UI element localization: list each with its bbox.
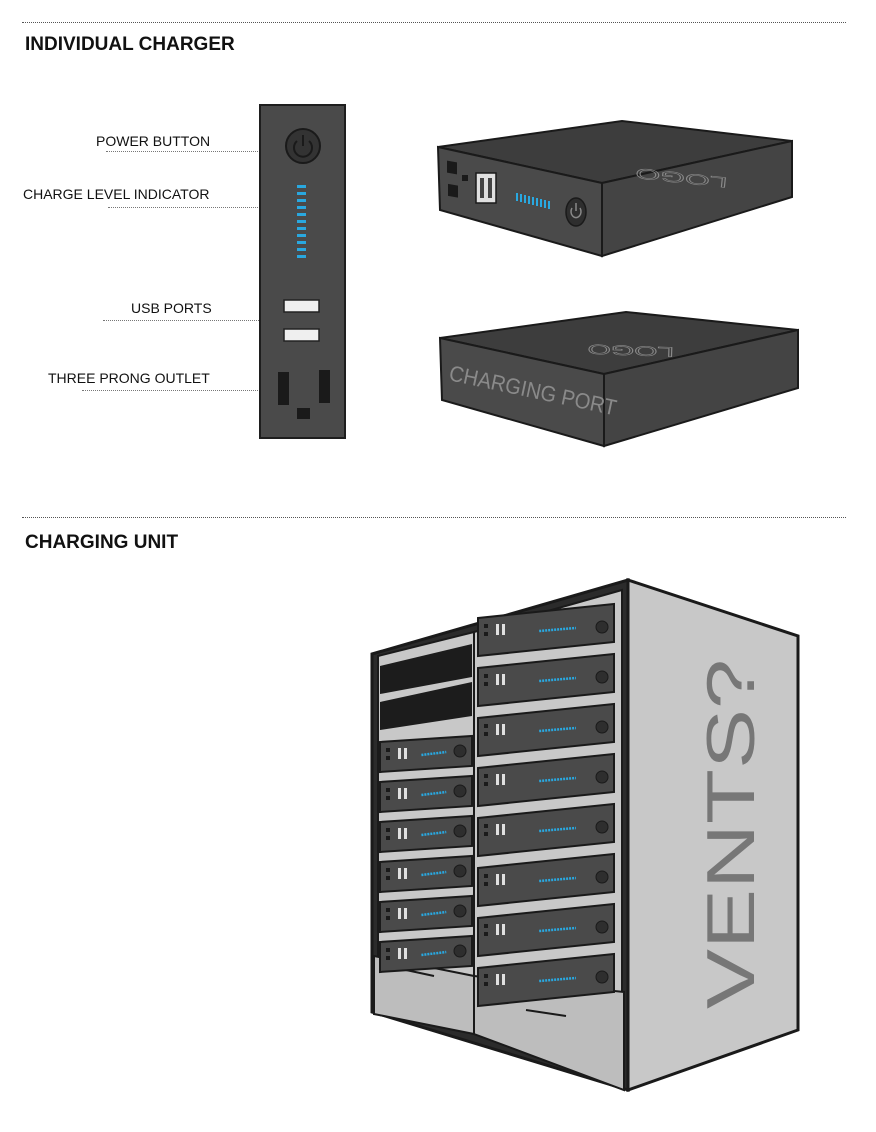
charger-front-view [259,104,346,439]
charger-module-right-0 [477,602,615,658]
outlet-icon [447,160,468,198]
charger-module-right-3 [477,752,615,808]
charger-module-left-4 [379,894,473,934]
charging-unit-cabinet: VENTS? [370,577,800,1093]
charger-module-right-1 [477,652,615,708]
usb-ports-icon [475,172,497,204]
leader-line-usb [103,320,281,321]
leader-line-outlet [82,390,272,391]
charger-module-left-5 [379,934,473,974]
leader-line-power [106,151,278,152]
callout-usb-ports: USB PORTS [131,300,212,316]
bottom-charger-logo: LOGO [587,342,674,360]
charger-module-right-6 [477,902,615,958]
charger-module-left-1 [379,774,473,814]
three-prong-outlet-icon [278,370,330,419]
charger-slots [379,602,615,1008]
leader-line-charge [108,207,290,208]
section-title-individual-charger: INDIVIDUAL CHARGER [25,34,235,55]
callout-charge-level-indicator: CHARGE LEVEL INDICATOR [23,186,210,202]
charger-perspective-back: LOGO CHARGING PORT [438,310,799,448]
charger-module-left-0 [379,734,473,774]
power-button-icon [565,197,587,227]
power-button-icon [285,128,321,164]
charger-module-right-4 [477,802,615,858]
charger-perspective-front: LOGO [436,119,793,258]
callout-three-prong-outlet: THREE PRONG OUTLET [48,370,210,386]
charger-module-left-2 [379,814,473,854]
charge-level-indicator-icon [297,185,306,258]
usb-ports-icon [283,299,320,342]
charger-module-left-3 [379,854,473,894]
vents-side-label: VENTS? [693,659,769,1009]
section-divider-top [22,22,846,23]
charger-module-right-5 [477,852,615,908]
section-title-charging-unit: CHARGING UNIT [25,532,179,553]
charge-level-indicator-icon [516,193,550,209]
charger-module-right-7 [477,952,615,1008]
charger-module-right-2 [477,702,615,758]
callout-power-button: POWER BUTTON [96,133,211,149]
section-divider-bottom [22,517,846,518]
